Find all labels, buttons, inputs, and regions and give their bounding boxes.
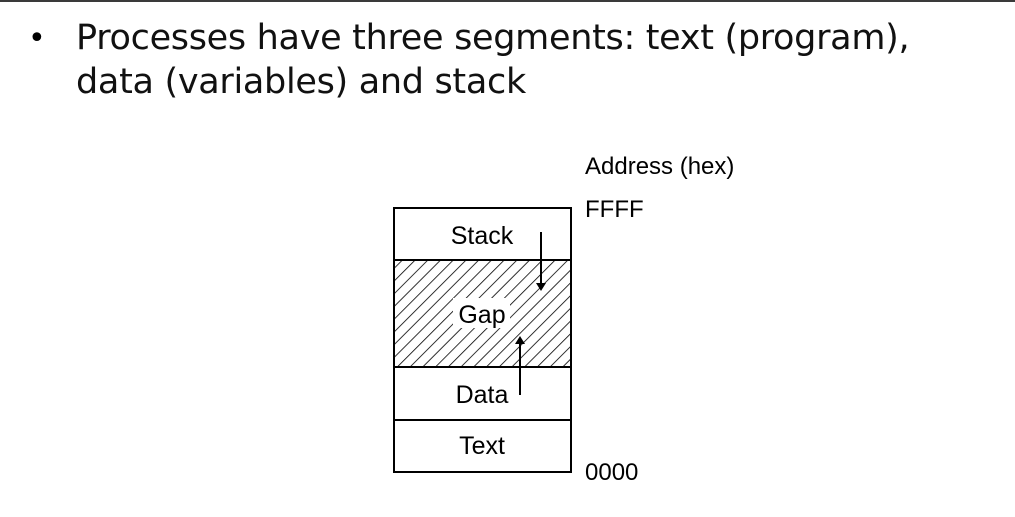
data-segment xyxy=(393,366,572,421)
stack-label: Stack xyxy=(451,222,514,250)
gap-label: Gap xyxy=(458,301,505,329)
address-header: Address (hex) xyxy=(585,153,734,180)
text-segment xyxy=(393,419,572,473)
text-label: Text xyxy=(459,432,505,460)
bullet-marker: • xyxy=(28,21,46,56)
address-top-ffff: FFFF xyxy=(585,196,644,223)
gap-label-background xyxy=(453,298,510,328)
top-divider-line xyxy=(0,0,1015,2)
data-label: Data xyxy=(456,381,509,409)
address-bottom-0000: 0000 xyxy=(585,459,638,486)
bullet-text: Processes have three segments: text (pro… xyxy=(76,18,910,102)
